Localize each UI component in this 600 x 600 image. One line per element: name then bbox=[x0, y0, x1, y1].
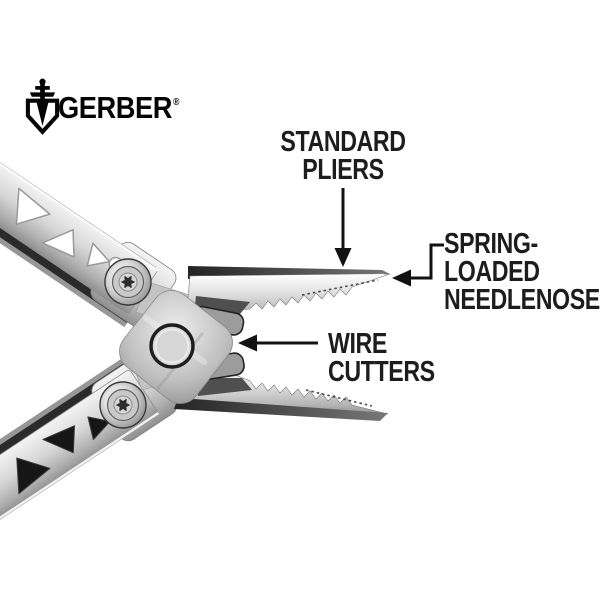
registered-mark: ® bbox=[172, 96, 180, 108]
pivot-hole bbox=[149, 323, 195, 369]
callout-wire-cutters: WIRE CUTTERS bbox=[328, 328, 435, 388]
upper-handle bbox=[0, 147, 177, 329]
pivot-plate bbox=[119, 290, 233, 404]
upper-jaw bbox=[187, 266, 391, 323]
torx-icon bbox=[121, 276, 135, 288]
pivot-screw-lower bbox=[99, 381, 147, 429]
brand-name-text: GERBER bbox=[58, 90, 173, 125]
callout-standard-pliers: STANDARD PLIERS bbox=[280, 126, 406, 186]
callout-spring-loaded-needlenose: SPRING- LOADED NEEDLENOSE bbox=[444, 228, 600, 316]
brand-wordmark: GERBER® bbox=[58, 90, 179, 126]
torx-icon bbox=[116, 399, 130, 411]
pivot-screw-upper bbox=[104, 258, 152, 306]
sword-shield-icon bbox=[25, 78, 60, 135]
